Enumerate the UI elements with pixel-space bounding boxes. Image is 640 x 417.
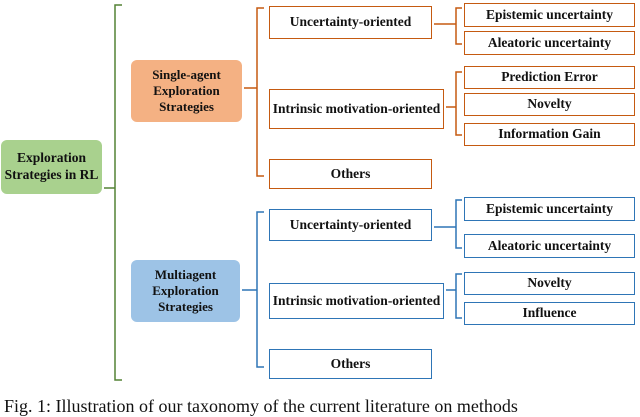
single-others-node: Others [269,159,432,189]
multi-novelty-node: Novelty [464,272,635,295]
multi-epistemic-node: Epistemic uncertainty [464,197,635,221]
multi-others-node: Others [269,349,432,379]
figure-caption: Fig. 1: Illustration of our taxonomy of … [4,396,518,416]
single-intrinsic-bracket [446,71,462,136]
multi-bracket [242,211,264,368]
single-bracket [244,7,264,177]
single-novelty-node: Novelty [464,93,635,116]
single-intrinsic-node: Intrinsic motivation-oriented [269,89,444,129]
multi-uncertainty-bracket [434,199,462,249]
single-agent-node: Single-agent Exploration Strategies [131,60,242,122]
single-uncertainty-bracket [434,7,462,45]
multi-aleatoric-node: Aleatoric uncertainty [464,234,635,258]
single-information-gain-node: Information Gain [464,123,635,146]
single-epistemic-node: Epistemic uncertainty [464,3,635,27]
root-bracket [104,4,122,381]
multi-intrinsic-bracket [446,273,462,319]
single-prediction-error-node: Prediction Error [464,66,635,89]
root-node: Exploration Strategies in RL [1,140,102,194]
multi-influence-node: Influence [464,302,635,325]
single-uncertainty-node: Uncertainty-oriented [269,6,432,39]
multi-uncertainty-node: Uncertainty-oriented [269,209,432,241]
multi-agent-node: Multiagent Exploration Strategies [131,260,240,322]
multi-intrinsic-node: Intrinsic motivation-oriented [269,283,444,319]
single-aleatoric-node: Aleatoric uncertainty [464,31,635,55]
